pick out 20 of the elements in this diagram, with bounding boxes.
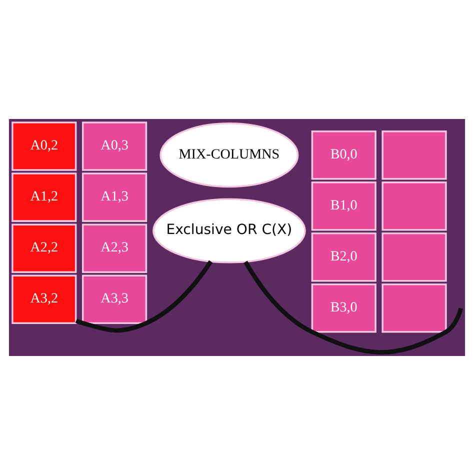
node-box [382, 130, 447, 180]
node-box: A3,3 [82, 274, 148, 324]
node-box: B1,0 [311, 180, 376, 230]
node-box: A1,3 [82, 172, 148, 222]
node-box: A3,2 [12, 274, 77, 324]
node-box: B3,0 [311, 283, 376, 332]
node-box [382, 180, 447, 230]
node-box: A1,2 [12, 172, 77, 222]
node-box: B2,0 [311, 232, 376, 282]
node-ellipse: MIX-COLUMNS [160, 122, 299, 188]
connector [75, 260, 213, 332]
connector [244, 260, 463, 354]
node-ellipse: Exclusive OR C(X) [152, 198, 306, 263]
node-box: B0,0 [311, 130, 376, 180]
node-box [382, 232, 447, 282]
node-box: A0,3 [82, 121, 148, 170]
node-box [382, 283, 447, 332]
node-box: A0,2 [12, 121, 77, 170]
node-box: A2,2 [12, 223, 77, 272]
node-box: A2,3 [82, 223, 148, 272]
